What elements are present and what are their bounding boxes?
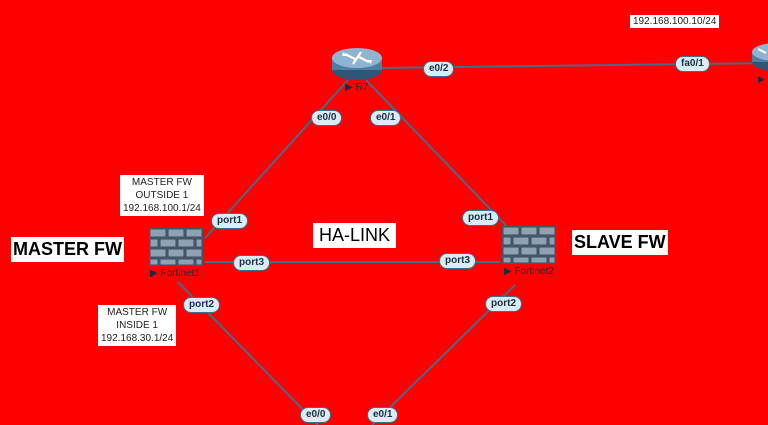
- router-icon: [332, 48, 382, 80]
- firewall-fortinet2[interactable]: [502, 226, 556, 264]
- note-line: 192.168.30.1/24: [101, 333, 174, 344]
- note-line: INSIDE 1: [116, 320, 158, 331]
- router-remote[interactable]: [750, 40, 768, 74]
- note-line: OUTSIDE 1: [135, 190, 189, 201]
- link-r7-fortinet1: [204, 79, 349, 239]
- note-line: 192.168.100.1/24: [123, 203, 201, 214]
- port-r7-e0-0[interactable]: e0/0: [311, 110, 343, 126]
- router-r7-label: ▶ R7: [345, 82, 369, 93]
- master-outside-note: MASTER FW OUTSIDE 1 192.168.100.1/24: [120, 175, 204, 216]
- note-line: MASTER FW: [131, 177, 192, 188]
- master-fw-label: MASTER FW: [11, 237, 124, 262]
- router-remote-arrow: ▶: [758, 74, 765, 84]
- port-remote-fa0-1[interactable]: fa0/1: [675, 56, 710, 72]
- note-line: MASTER FW: [107, 307, 168, 318]
- port-fortinet2-port3[interactable]: port3: [439, 253, 476, 269]
- firewall-icon: [149, 228, 203, 266]
- router-r7[interactable]: [330, 44, 384, 84]
- port-fortinet1-port2[interactable]: port2: [183, 297, 220, 313]
- port-fortinet1-port1[interactable]: port1: [211, 213, 248, 229]
- port-r7-e0-2[interactable]: e0/2: [423, 61, 455, 77]
- fortinet1-label: ▶ Fortinet1: [150, 268, 200, 279]
- firewall-icon: [502, 226, 556, 264]
- router-icon: [752, 43, 768, 71]
- master-inside-note: MASTER FW INSIDE 1 192.168.30.1/24: [98, 305, 177, 346]
- port-bottom-e0-0[interactable]: e0/0: [300, 407, 332, 423]
- ha-link-label: HA-LINK: [313, 223, 397, 248]
- remote-ip-label: 192.168.100.10/24: [630, 15, 720, 28]
- port-r7-e0-1[interactable]: e0/1: [370, 110, 402, 126]
- port-fortinet1-port3[interactable]: port3: [233, 255, 270, 271]
- port-fortinet2-port2[interactable]: port2: [485, 296, 522, 312]
- port-bottom-e0-1[interactable]: e0/1: [367, 407, 399, 423]
- fortinet2-label: ▶ Fortinet2: [504, 266, 554, 277]
- port-fortinet2-port1[interactable]: port1: [462, 210, 499, 226]
- firewall-fortinet1[interactable]: [149, 228, 203, 266]
- slave-fw-label: SLAVE FW: [572, 230, 668, 255]
